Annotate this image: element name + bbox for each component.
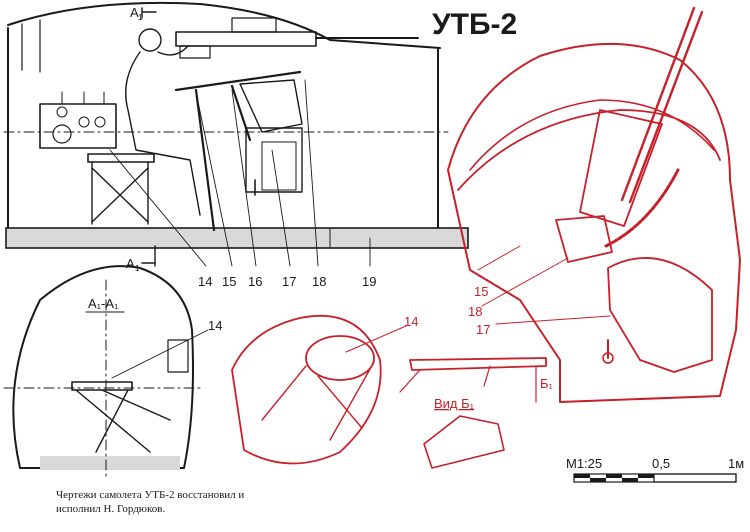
gunner-figure	[125, 28, 201, 216]
callout-14: 14	[198, 274, 212, 289]
callout-19: 19	[362, 274, 376, 289]
callout-16: 16	[248, 274, 262, 289]
credit-line-1: Чертежи самолета УТБ-2 восстановил и	[56, 489, 245, 501]
callout-red-18: 18	[468, 304, 482, 319]
callout-section-14: 14	[208, 318, 222, 333]
scale-bar: M1:25 0,5 1м	[566, 456, 744, 483]
section-mark-bottom-label: A	[126, 256, 135, 271]
section-mark-top: A 1	[130, 5, 157, 22]
fuselage-side-view: A 1 A 1	[3, 1, 469, 289]
callout-detail-14: 14	[404, 314, 418, 329]
callout-red-15: 15	[474, 284, 488, 299]
callout-18: 18	[312, 274, 326, 289]
view-b1: Б₁ Вид Б₁	[399, 357, 554, 469]
scale-label: M1:25	[566, 456, 602, 471]
view-mark-b1: Б₁	[540, 376, 554, 391]
section-mark-top-sub: 1	[138, 13, 143, 22]
scale-mid-label: 0,5	[652, 456, 670, 471]
callout-17: 17	[282, 274, 296, 289]
instrument-panel	[39, 91, 117, 149]
view-b1-label: Вид Б₁	[434, 396, 475, 411]
callout-red-17: 17	[476, 322, 490, 337]
section-stool	[71, 381, 171, 453]
scale-end-label: 1м	[728, 456, 744, 471]
floor-panel	[5, 227, 469, 249]
callout-15: 15	[222, 274, 236, 289]
section-view-label: A₁-A₁	[88, 296, 119, 311]
turret-perspective-view: 15 18 17	[447, 6, 741, 403]
section-mark-top-label: A	[130, 5, 139, 20]
credit-note: Чертежи самолета УТБ-2 восстановил и исп…	[56, 488, 386, 516]
stool-detail-view: 14	[231, 314, 418, 465]
folding-stool	[87, 153, 155, 225]
cross-section-view: A₁-A₁ 14	[3, 265, 222, 477]
side-hatch	[167, 339, 189, 373]
drawing-title: УТБ-2	[432, 8, 517, 41]
credit-line-2: исполнил Н. Гордюков.	[56, 503, 166, 515]
ammo-box	[239, 79, 303, 196]
